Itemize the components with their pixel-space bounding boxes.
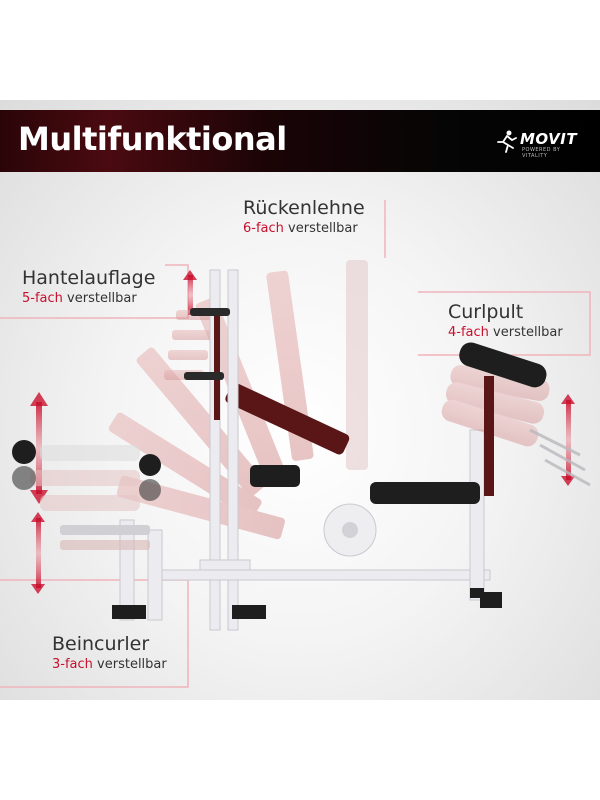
label-backrest-rest: verstellbar [283,221,358,236]
brand-logo: MOVIT POWERED BY VITALITY [496,130,586,159]
label-leg-rest: verstellbar [92,657,167,672]
up-down-arrow-icon [30,392,48,504]
up-down-arrow-icon [561,394,575,486]
label-backrest-title: Rückenlehne [243,197,365,219]
runner-logo-icon [497,130,517,153]
up-down-arrow-icon [183,270,197,315]
label-leg: Beincurler 3-fach verstellbar [52,632,167,674]
label-curl-title: Curlpult [448,301,524,323]
label-rack: Hantelauflage 5-fach verstellbar [22,266,155,308]
weight-bench-illustration [0,200,591,688]
label-rack-rest: verstellbar [62,291,137,306]
banner-title: Multifunktional [18,120,287,158]
label-rack-title: Hantelauflage [22,267,156,289]
up-down-arrow-icon [31,512,45,594]
label-leg-title: Beincurler [52,633,150,655]
label-curl-rest: verstellbar [488,325,563,340]
label-backrest-highlight: 6-fach [243,221,284,236]
label-backrest: Rückenlehne 6-fach verstellbar [243,196,365,238]
label-leg-highlight: 3-fach [52,657,93,672]
brand-tagline: POWERED BY VITALITY [522,147,561,159]
brand-name: MOVIT [520,130,578,148]
title-banner: Multifunktional MOVIT POWERED BY VITALIT… [0,110,600,172]
label-curl: Curlpult 4-fach verstellbar [448,300,563,342]
label-curl-highlight: 4-fach [448,325,489,340]
label-rack-highlight: 5-fach [22,291,63,306]
